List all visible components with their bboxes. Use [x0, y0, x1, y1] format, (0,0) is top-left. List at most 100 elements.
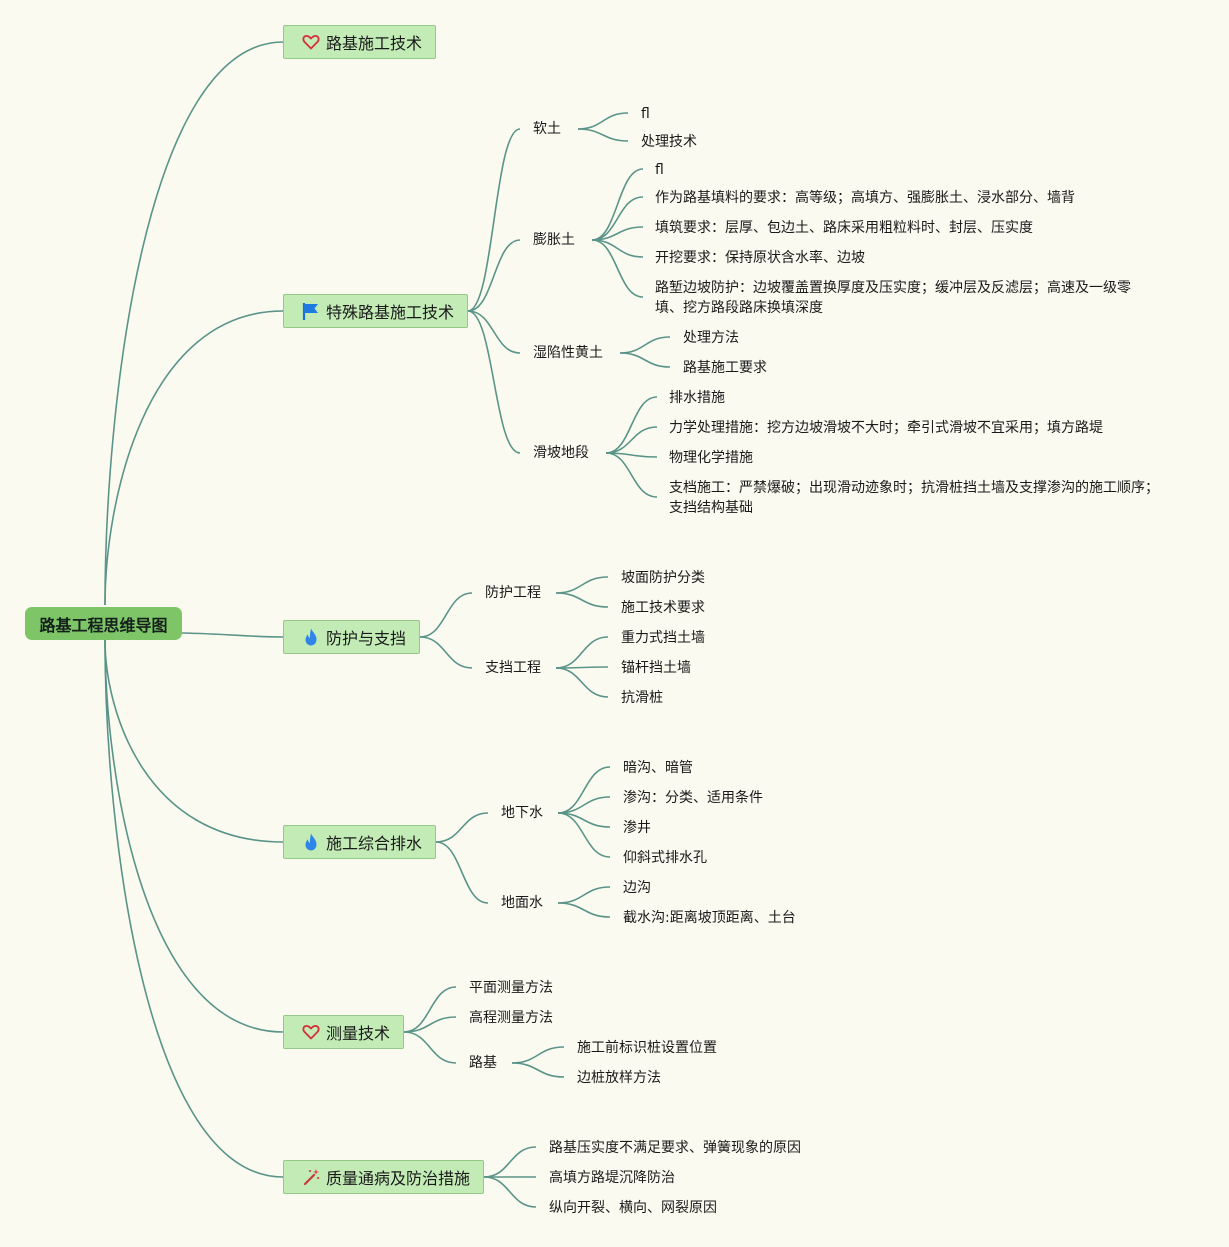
leaf-link — [605, 426, 658, 454]
leaf-item[interactable]: 坡面防护分类 — [621, 570, 705, 586]
leaf-link — [619, 352, 671, 368]
leaf-item[interactable]: fl — [641, 106, 650, 122]
leaf-item[interactable]: 暗沟、暗管 — [623, 760, 693, 776]
branch-link — [435, 841, 489, 904]
leaf-item[interactable]: 路堑边坡防护：边坡覆盖置换厚度及压实度；缓冲层及反滤层；高速及一级零填、挖方路段… — [655, 280, 1131, 316]
leaf-item[interactable]: 纵向开裂、横向、网裂原因 — [549, 1200, 717, 1216]
leaf-link — [605, 396, 658, 454]
leaf-item[interactable]: 抗滑桩 — [621, 690, 663, 706]
topic-label: 防护与支挡 — [326, 629, 407, 648]
topic-label: 路基施工技术 — [326, 34, 423, 53]
root-link — [104, 639, 284, 1178]
branch-link — [403, 1031, 457, 1064]
subtopic-retaining-works[interactable]: 支挡工程 — [485, 660, 541, 676]
topic-quality-defects[interactable]: 质量通病及防治措施 — [283, 1160, 484, 1194]
leaf-item[interactable]: 截水沟:距离坡顶距离、土台 — [623, 910, 796, 926]
subtopic-collapsible-loess[interactable]: 湿陷性黄土 — [533, 345, 603, 361]
topic-label: 测量技术 — [326, 1024, 391, 1043]
leaf-item[interactable]: 高填方路堤沉降防治 — [549, 1170, 675, 1186]
leaf-link — [577, 112, 629, 130]
leaf-link — [557, 766, 611, 814]
leaf-link — [591, 239, 644, 298]
root-link — [104, 310, 284, 606]
flag-icon — [301, 301, 321, 321]
leaf-item[interactable]: 填筑要求：层厚、包边土、路床采用粗粒料时、封层、压实度 — [655, 220, 1033, 236]
leaf-item[interactable]: 渗沟：分类、适用条件 — [623, 790, 763, 806]
branch-link — [419, 636, 473, 669]
magic-wand-icon — [301, 1167, 321, 1187]
leaf-link — [577, 128, 629, 142]
subtopic-surface-water[interactable]: 地面水 — [501, 895, 543, 911]
topic-label: 施工综合排水 — [326, 834, 423, 853]
leaf-link — [557, 812, 611, 858]
leaf-link — [557, 902, 611, 918]
branch-link — [403, 1016, 457, 1033]
leaf-item[interactable]: 施工前标识桩设置位置 — [577, 1040, 717, 1056]
branch-link — [419, 592, 473, 638]
leaf-item[interactable]: 开挖要求：保持原状含水率、边坡 — [655, 250, 865, 266]
root-link — [104, 639, 284, 1033]
leaf-item[interactable]: 处理方法 — [683, 330, 739, 346]
leaf-item[interactable]: 处理技术 — [641, 134, 697, 150]
branch-link — [467, 310, 521, 454]
root-link — [104, 639, 284, 843]
leaf-link — [555, 576, 609, 594]
leaf-link — [557, 886, 611, 904]
subtopic-roadbed[interactable]: 路基 — [469, 1055, 497, 1071]
leaf-link — [591, 196, 644, 241]
leaf-item[interactable]: 排水措施 — [669, 390, 725, 406]
leaf-item[interactable]: 仰斜式排水孔 — [623, 850, 707, 866]
topic-roadbed-construction[interactable]: 路基施工技术 — [283, 25, 436, 59]
branch-link — [467, 128, 521, 312]
subtopic-expansive-soil[interactable]: 膨胀土 — [533, 232, 575, 248]
branch-link — [403, 986, 457, 1033]
subtopic-soft-soil[interactable]: 软土 — [533, 121, 561, 137]
leaf-item[interactable]: 支档施工：严禁爆破；出现滑动迹象时；抗滑桩挡土墙及支撑渗沟的施工顺序；支挡结构基… — [669, 480, 1159, 516]
leaf-link — [605, 452, 658, 498]
leaf-item[interactable]: 路基施工要求 — [683, 360, 767, 376]
leaf-link — [591, 239, 644, 258]
fire-icon — [301, 627, 321, 647]
leaf-item[interactable]: 重力式挡土墙 — [621, 630, 705, 646]
leaf-link — [555, 667, 609, 698]
subtopic-landslide-section[interactable]: 滑坡地段 — [533, 445, 589, 461]
leaf-item[interactable]: 路基压实度不满足要求、弹簧现象的原因 — [549, 1140, 801, 1156]
leaf-item[interactable]: fl — [655, 162, 664, 178]
leaf-link — [619, 336, 671, 354]
branch-link — [467, 239, 521, 312]
heart-icon — [301, 1022, 321, 1042]
subtopic-groundwater[interactable]: 地下水 — [501, 805, 543, 821]
branch-link — [435, 812, 489, 843]
leaf-item[interactable]: 高程测量方法 — [469, 1010, 553, 1026]
leaf-link — [483, 1176, 537, 1208]
heart-icon — [301, 32, 321, 52]
topic-label: 特殊路基施工技术 — [326, 303, 455, 322]
topic-special-roadbed[interactable]: 特殊路基施工技术 — [283, 294, 468, 328]
leaf-item[interactable]: 渗井 — [623, 820, 651, 836]
topic-label: 质量通病及防治措施 — [326, 1169, 471, 1188]
branch-link — [467, 310, 521, 354]
leaf-link — [511, 1062, 565, 1078]
leaf-item[interactable]: 边桩放样方法 — [577, 1070, 661, 1086]
leaf-link — [591, 168, 644, 241]
leaf-item[interactable]: 物理化学措施 — [669, 450, 753, 466]
topic-drainage[interactable]: 施工综合排水 — [283, 825, 436, 859]
root-link — [104, 41, 284, 606]
root-node[interactable]: 路基工程思维导图 — [25, 607, 182, 640]
leaf-item[interactable]: 边沟 — [623, 880, 651, 896]
leaf-item[interactable]: 平面测量方法 — [469, 980, 553, 996]
leaf-link — [483, 1146, 537, 1178]
root-link — [181, 632, 284, 638]
leaf-item[interactable]: 力学处理措施：挖方边坡滑坡不大时；牵引式滑坡不宜采用；填方路堤 — [669, 420, 1103, 436]
leaf-item[interactable]: 施工技术要求 — [621, 600, 705, 616]
leaf-link — [555, 636, 609, 669]
topic-protection-retaining[interactable]: 防护与支挡 — [283, 620, 420, 654]
leaf-item[interactable]: 作为路基填料的要求：高等级；高填方、强膨胀土、浸水部分、墙背 — [655, 190, 1075, 206]
fire-icon — [301, 832, 321, 852]
leaf-link — [555, 592, 609, 608]
topic-surveying[interactable]: 测量技术 — [283, 1015, 404, 1049]
leaf-link — [511, 1046, 565, 1064]
subtopic-protection-works[interactable]: 防护工程 — [485, 585, 541, 601]
leaf-item[interactable]: 锚杆挡土墙 — [621, 660, 691, 676]
